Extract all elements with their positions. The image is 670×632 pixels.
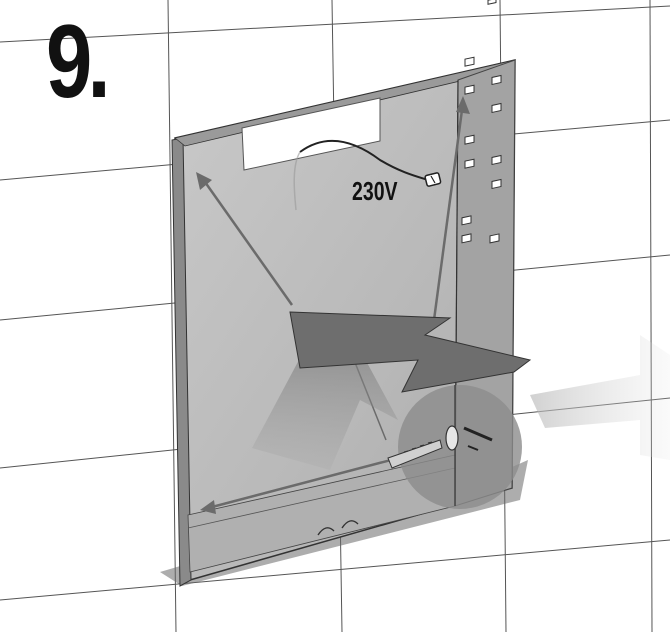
power-cable [293, 139, 442, 211]
voltage-label: 230V [352, 176, 398, 206]
screwdriver-icon [387, 425, 459, 469]
push-arrow-icon [289, 311, 532, 393]
ghost-arrow [530, 335, 670, 460]
label-plate [241, 97, 381, 171]
step-number: 9. [46, 4, 111, 120]
magnifier-detail-icon [387, 385, 522, 509]
guide-arrows [196, 96, 470, 514]
mounting-slots [461, 0, 502, 244]
